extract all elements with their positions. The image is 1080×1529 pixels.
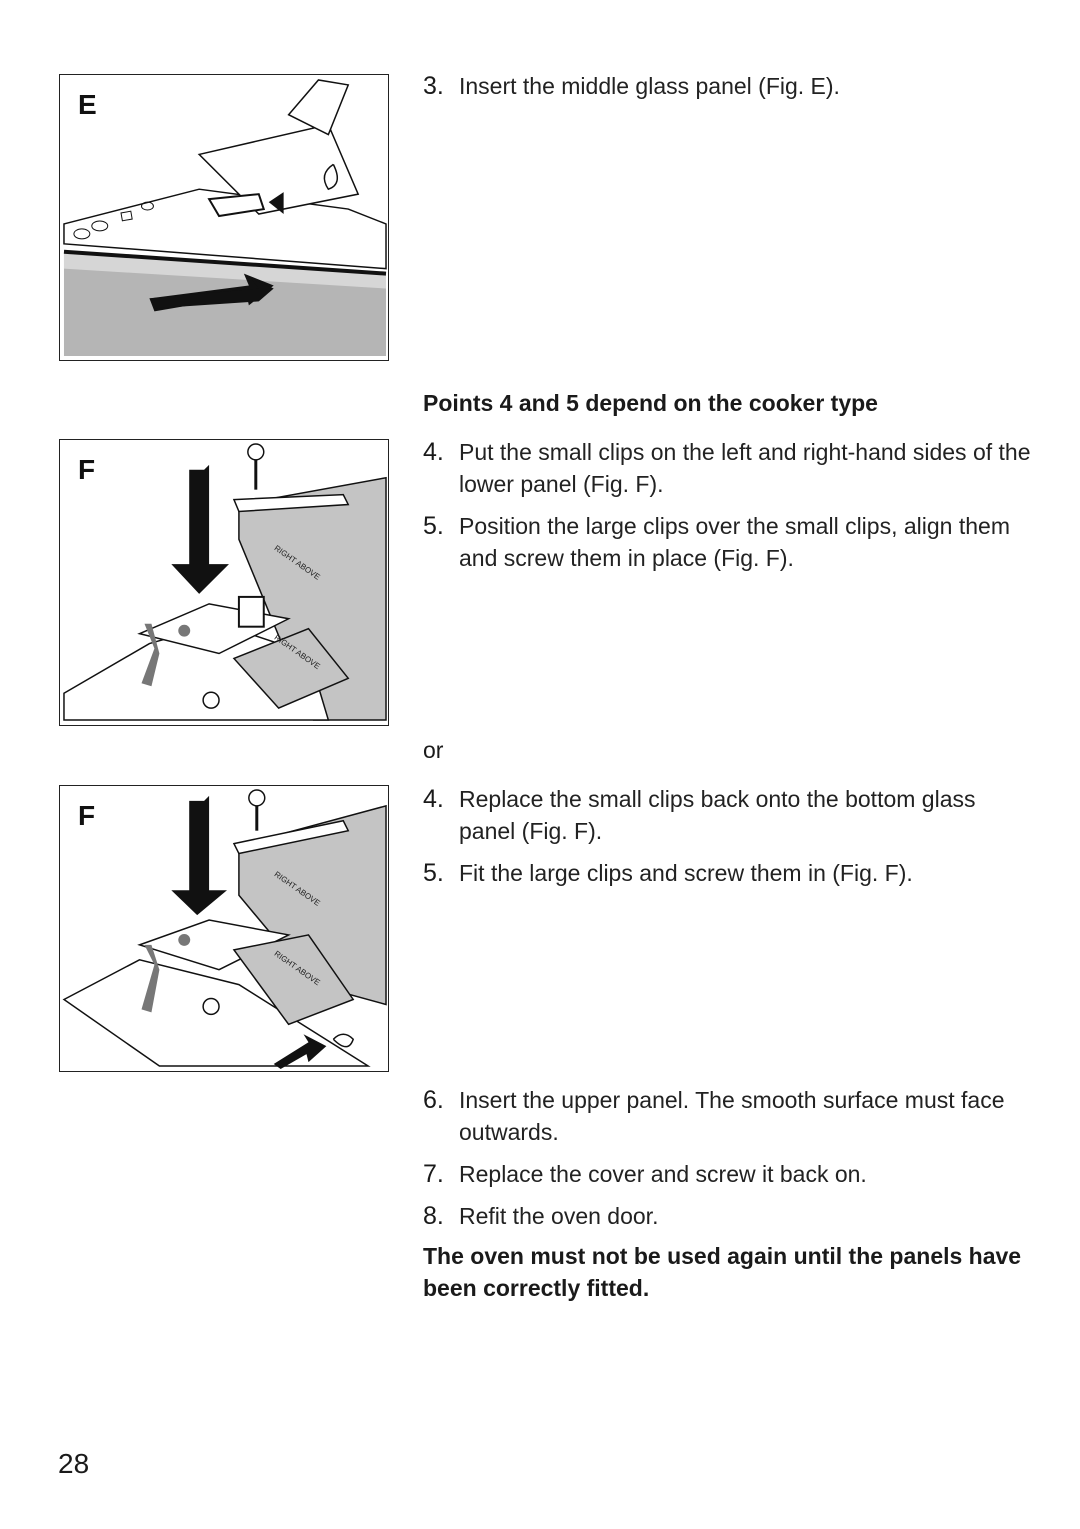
step-number: 5. <box>423 859 444 887</box>
figure-e: E <box>59 74 389 361</box>
figure-letter: F <box>78 454 96 485</box>
step-number: 6. <box>423 1086 444 1114</box>
step-4-variant-1: 4. Put the small clips on the left and r… <box>423 436 1033 500</box>
figure-letter: F <box>78 800 96 831</box>
step-number: 5. <box>423 512 444 540</box>
step-number: 4. <box>423 785 444 813</box>
step-6: 6. Insert the upper panel. The smooth su… <box>423 1084 1033 1148</box>
step-8: 8. Refit the oven door. <box>423 1200 1033 1232</box>
step-text: Replace the cover and screw it back on. <box>459 1161 867 1187</box>
step-5-variant-2: 5. Fit the large clips and screw them in… <box>423 857 1033 889</box>
step-number: 4. <box>423 438 444 466</box>
step-5-variant-1: 5. Position the large clips over the sma… <box>423 510 1033 574</box>
step-text: Fit the large clips and screw them in (F… <box>459 860 913 886</box>
step-number: 3. <box>423 72 444 100</box>
step-number: 7. <box>423 1160 444 1188</box>
page-number: 28 <box>58 1448 90 1479</box>
step-3: 3. Insert the middle glass panel (Fig. E… <box>423 70 1033 102</box>
step-4-variant-2: 4. Replace the small clips back onto the… <box>423 783 1033 847</box>
step-number: 8. <box>423 1202 444 1230</box>
step-text: Insert the upper panel. The smooth surfa… <box>459 1087 1005 1145</box>
step-7: 7. Replace the cover and screw it back o… <box>423 1158 1033 1190</box>
step-text: Replace the small clips back onto the bo… <box>459 786 976 844</box>
figure-letter: E <box>78 89 97 120</box>
step-text: Put the small clips on the left and righ… <box>459 439 1031 497</box>
section-heading: Points 4 and 5 depend on the cooker type <box>423 390 878 416</box>
step-text: Refit the oven door. <box>459 1203 659 1229</box>
warning-text: The oven must not be used again until th… <box>423 1243 1022 1301</box>
or-label: or <box>423 737 444 763</box>
step-text: Position the large clips over the small … <box>459 513 1010 571</box>
step-text: Insert the middle glass panel (Fig. E). <box>459 73 840 99</box>
figure-e-illustration <box>63 79 387 357</box>
